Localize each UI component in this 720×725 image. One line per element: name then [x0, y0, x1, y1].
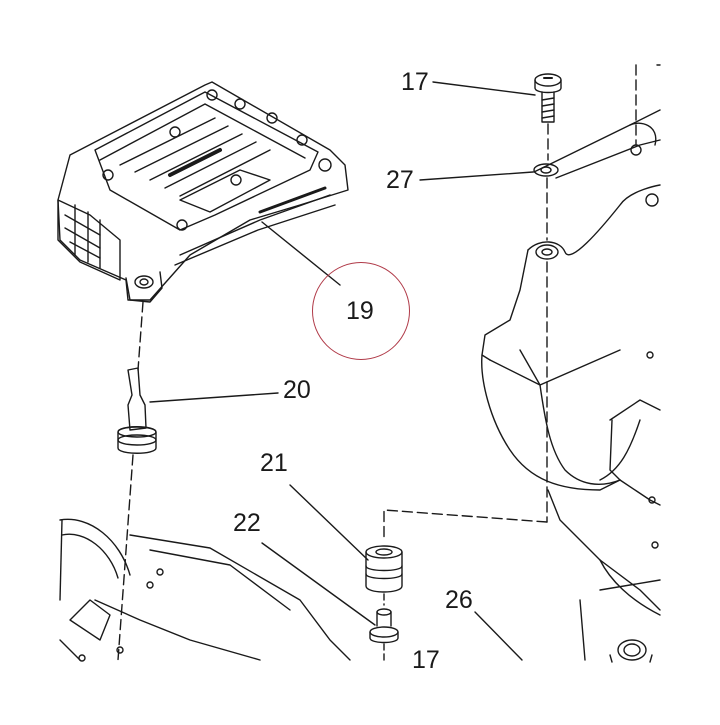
screw-top [534, 73, 562, 123]
leader-line-22 [261, 542, 376, 626]
callout-26: 26 [445, 586, 473, 614]
axis-line-20 [137, 301, 144, 371]
frame-bracket [59, 518, 351, 662]
callout-27: 27 [386, 166, 414, 194]
callout-19: 19 [346, 297, 374, 325]
callout-22: 22 [233, 509, 261, 537]
callout-17-bottom: 17 [412, 646, 440, 674]
tank-bracket [481, 184, 661, 661]
grommet-pin [117, 367, 157, 454]
rubber-mount [365, 545, 403, 593]
callout-20: 20 [283, 376, 311, 404]
axis-line-21 [383, 509, 548, 541]
ecu-control-unit [57, 81, 349, 303]
callout-17-top: 17 [401, 68, 429, 96]
leader-line-27 [419, 171, 534, 181]
leader-line-20 [149, 392, 279, 403]
mount-bolt-26 [609, 639, 653, 663]
leader-line-21 [289, 484, 369, 561]
leader-line-26 [474, 611, 523, 661]
callout-21: 21 [260, 449, 288, 477]
spacer-bush [369, 608, 399, 644]
leader-line-17-top [432, 81, 536, 96]
washer-plate [533, 109, 661, 179]
axis-line-20-lower [117, 454, 134, 661]
highlight-ring-19 [312, 262, 410, 360]
